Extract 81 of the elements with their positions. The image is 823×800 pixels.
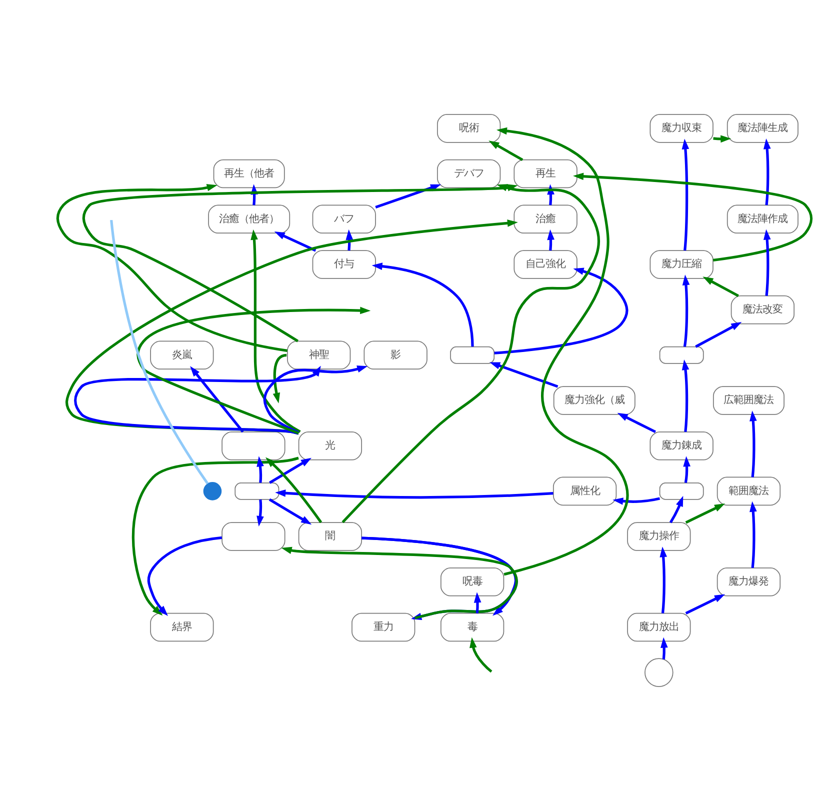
arrow	[496, 126, 628, 576]
arrow	[269, 457, 312, 484]
node-box: 付与	[312, 250, 376, 278]
arrow	[147, 536, 222, 616]
node-box: 魔力爆発	[716, 566, 781, 596]
node-box: 魔力錬成	[650, 430, 714, 460]
arrow	[695, 321, 742, 348]
node-circle	[644, 658, 674, 686]
arrow	[256, 498, 264, 526]
arrow	[763, 228, 771, 296]
arrow	[682, 359, 690, 432]
arrow	[573, 172, 813, 262]
node-box: 属性化	[552, 476, 617, 506]
node-box: 治癒（他者）	[208, 204, 290, 234]
arrow	[682, 274, 690, 346]
node-box: 魔力収束	[650, 114, 714, 142]
arrow	[132, 456, 299, 616]
node-box	[234, 482, 280, 500]
arrow	[702, 276, 739, 297]
node-box: 魔力放出	[627, 612, 691, 642]
arrow	[617, 412, 656, 433]
node-box: 重力	[352, 612, 416, 642]
node-box: 神聖	[287, 340, 351, 370]
arrow	[346, 228, 354, 250]
arrow	[612, 496, 660, 504]
arrow	[375, 184, 442, 208]
node-circle	[203, 482, 222, 500]
node-box	[222, 430, 286, 460]
arrow	[669, 495, 684, 523]
arrow	[750, 500, 757, 568]
arrow	[275, 489, 554, 498]
arrow	[685, 503, 726, 524]
arrow	[490, 362, 558, 388]
node-box: バフ	[312, 204, 376, 234]
arrow	[268, 498, 312, 524]
arrow	[250, 228, 301, 432]
arrow	[494, 267, 628, 354]
connector	[110, 219, 209, 484]
node-box	[450, 346, 495, 364]
arrow	[682, 138, 690, 250]
arrow	[136, 306, 371, 434]
node-box: 魔力強化（威	[553, 386, 636, 414]
node-box	[659, 346, 704, 364]
node-box: 再生	[514, 158, 578, 188]
node-box: 毒	[440, 612, 504, 642]
arrow	[750, 410, 757, 477]
arrow	[685, 594, 726, 614]
node-box: デバフ	[437, 158, 501, 188]
arrow	[372, 262, 474, 346]
arrow	[470, 636, 492, 672]
node-box: 自己強化	[514, 250, 578, 278]
arrow	[66, 219, 518, 434]
arrow	[272, 353, 287, 403]
node-box: 治癒	[514, 204, 578, 234]
node-box: 光	[298, 430, 362, 460]
arrow	[266, 456, 322, 523]
node-box: 魔法陣作成	[726, 204, 798, 234]
arrow	[763, 138, 771, 205]
node-box: 結界	[150, 612, 214, 642]
arrow	[660, 546, 668, 613]
node-box: 魔力操作	[627, 522, 691, 550]
arrow	[683, 456, 690, 482]
node-box: 魔力圧縮	[650, 250, 714, 278]
arrow	[256, 456, 264, 482]
arrow	[488, 140, 524, 160]
node-box	[659, 482, 704, 500]
arrow	[190, 366, 244, 432]
arrow	[547, 184, 554, 205]
node-box: 影	[364, 340, 428, 370]
node-box	[222, 522, 286, 550]
node-box: 範囲魔法	[716, 476, 781, 506]
node-box: 呪術	[437, 114, 501, 142]
node-box: 魔法陣生成	[726, 114, 798, 142]
node-box: 炎嵐	[150, 340, 214, 370]
node-box: 広範囲魔法	[712, 386, 784, 414]
arrow	[660, 636, 668, 659]
arrow	[547, 228, 554, 250]
node-box: 闇	[298, 522, 362, 550]
node-box: 魔法改変	[730, 294, 794, 324]
node-box: 再生（他者	[213, 158, 285, 188]
arrow	[274, 231, 316, 252]
